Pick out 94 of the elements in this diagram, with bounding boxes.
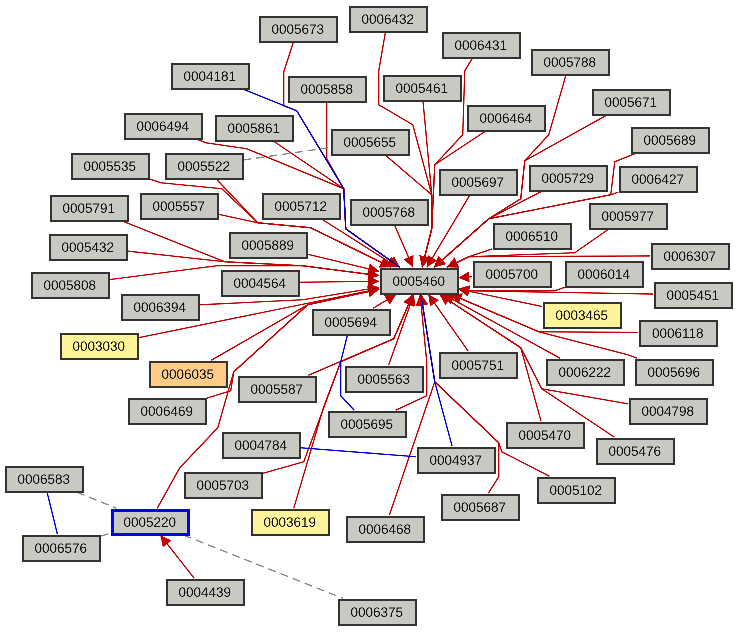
connector-line: [420, 294, 453, 447]
arrow: [388, 294, 416, 366]
arrow: [434, 192, 619, 268]
node-box: 0003619: [250, 508, 330, 536]
node-box: 0005695: [328, 410, 406, 438]
arrow: [458, 272, 473, 283]
node-box: 0005808: [30, 272, 110, 298]
connector-line: [243, 147, 331, 161]
arrow: [396, 294, 428, 412]
node-box: 0005751: [438, 352, 518, 378]
node-box: 0006469: [128, 398, 206, 424]
node-box: 0005712: [262, 192, 340, 220]
node-box: 0004181: [170, 62, 250, 90]
arrow: [109, 265, 380, 281]
node-box: 0005703: [184, 472, 262, 498]
arrow: [394, 225, 414, 268]
node-box: 0005470: [506, 422, 584, 448]
node-box: 0005522: [164, 152, 244, 180]
node-box: 0005432: [48, 234, 128, 260]
node-box: 0006510: [492, 222, 572, 250]
node-box: 0005858: [288, 76, 366, 102]
arrow: [138, 286, 380, 339]
arrow: [439, 294, 616, 438]
connector-line: [184, 534, 344, 600]
node-box: 0005694: [312, 308, 390, 336]
node-box: 0006307: [650, 242, 730, 270]
node-box: 0005729: [528, 164, 608, 192]
node-box: 0006464: [466, 104, 546, 132]
node-box: 0004564: [220, 270, 300, 296]
node-box: 0004784: [222, 432, 300, 458]
arrow: [322, 218, 398, 268]
node-box: 0006427: [618, 166, 698, 192]
arrow: [385, 155, 433, 268]
node-box: 0003465: [542, 302, 622, 328]
arrow: [458, 286, 654, 296]
node-box: 0005587: [238, 376, 316, 402]
arrow: [426, 195, 471, 268]
node-box: 0005460: [380, 268, 458, 294]
node-box: 0005476: [596, 438, 674, 464]
connector-line: [243, 88, 400, 268]
node-box: 0006576: [22, 534, 100, 562]
node-box: 0005696: [634, 358, 714, 386]
node-box: 0004439: [166, 578, 244, 606]
arrow: [373, 294, 397, 310]
connector-line: [77, 492, 117, 510]
node-box: 0005977: [588, 202, 668, 230]
node-box: 0005861: [214, 114, 294, 142]
node-box: 0006394: [120, 294, 200, 320]
connector-line: [340, 335, 355, 411]
node-box: 0005697: [438, 168, 518, 196]
node-box: 0006035: [148, 360, 228, 388]
node-box: 0004798: [628, 398, 708, 424]
node-box: 0005687: [440, 494, 520, 520]
node-box: 0006222: [546, 358, 624, 386]
arrow: [293, 294, 414, 509]
arrow: [446, 256, 650, 268]
arrow: [160, 535, 195, 579]
node-box: 0005535: [70, 152, 150, 180]
arrow: [458, 286, 543, 308]
node-box: 0006014: [564, 260, 644, 288]
arrow: [199, 284, 380, 306]
node-box: 0005461: [382, 74, 462, 102]
arrow: [218, 214, 392, 268]
node-box: 0006375: [338, 598, 416, 626]
node-box: 0006583: [4, 466, 84, 492]
node-box: 0005673: [258, 16, 338, 42]
node-box: 0005791: [50, 194, 128, 222]
node-box: 0005102: [536, 476, 616, 504]
arrow: [428, 294, 470, 352]
connector-line: [100, 532, 111, 538]
node-box: 0003030: [60, 332, 138, 360]
node-box: 0006494: [124, 112, 202, 140]
node-box: 0005700: [472, 260, 552, 288]
node-box: 0005689: [630, 126, 710, 154]
node-box: 0004937: [416, 446, 496, 474]
arrow: [300, 276, 380, 288]
node-box: 0006432: [348, 6, 428, 32]
node-box: 0005557: [140, 192, 218, 220]
node-box: 0005563: [344, 366, 424, 392]
node-box: 0005655: [330, 128, 410, 156]
arrow: [307, 254, 380, 274]
node-box: 0005889: [228, 232, 308, 258]
node-box: 0005451: [654, 282, 732, 308]
node-box: 0006468: [346, 516, 424, 542]
node-box: 0006431: [442, 32, 520, 58]
arrow: [156, 286, 380, 509]
node-box: 0006118: [638, 320, 718, 346]
node-box: 0005671: [592, 88, 670, 116]
connector-line: [46, 492, 58, 535]
connector-line: [300, 447, 417, 458]
node-box: 0005220: [110, 508, 190, 536]
node-box: 0005788: [530, 48, 610, 76]
node-box: 0005768: [350, 198, 428, 226]
arrow: [443, 294, 561, 360]
